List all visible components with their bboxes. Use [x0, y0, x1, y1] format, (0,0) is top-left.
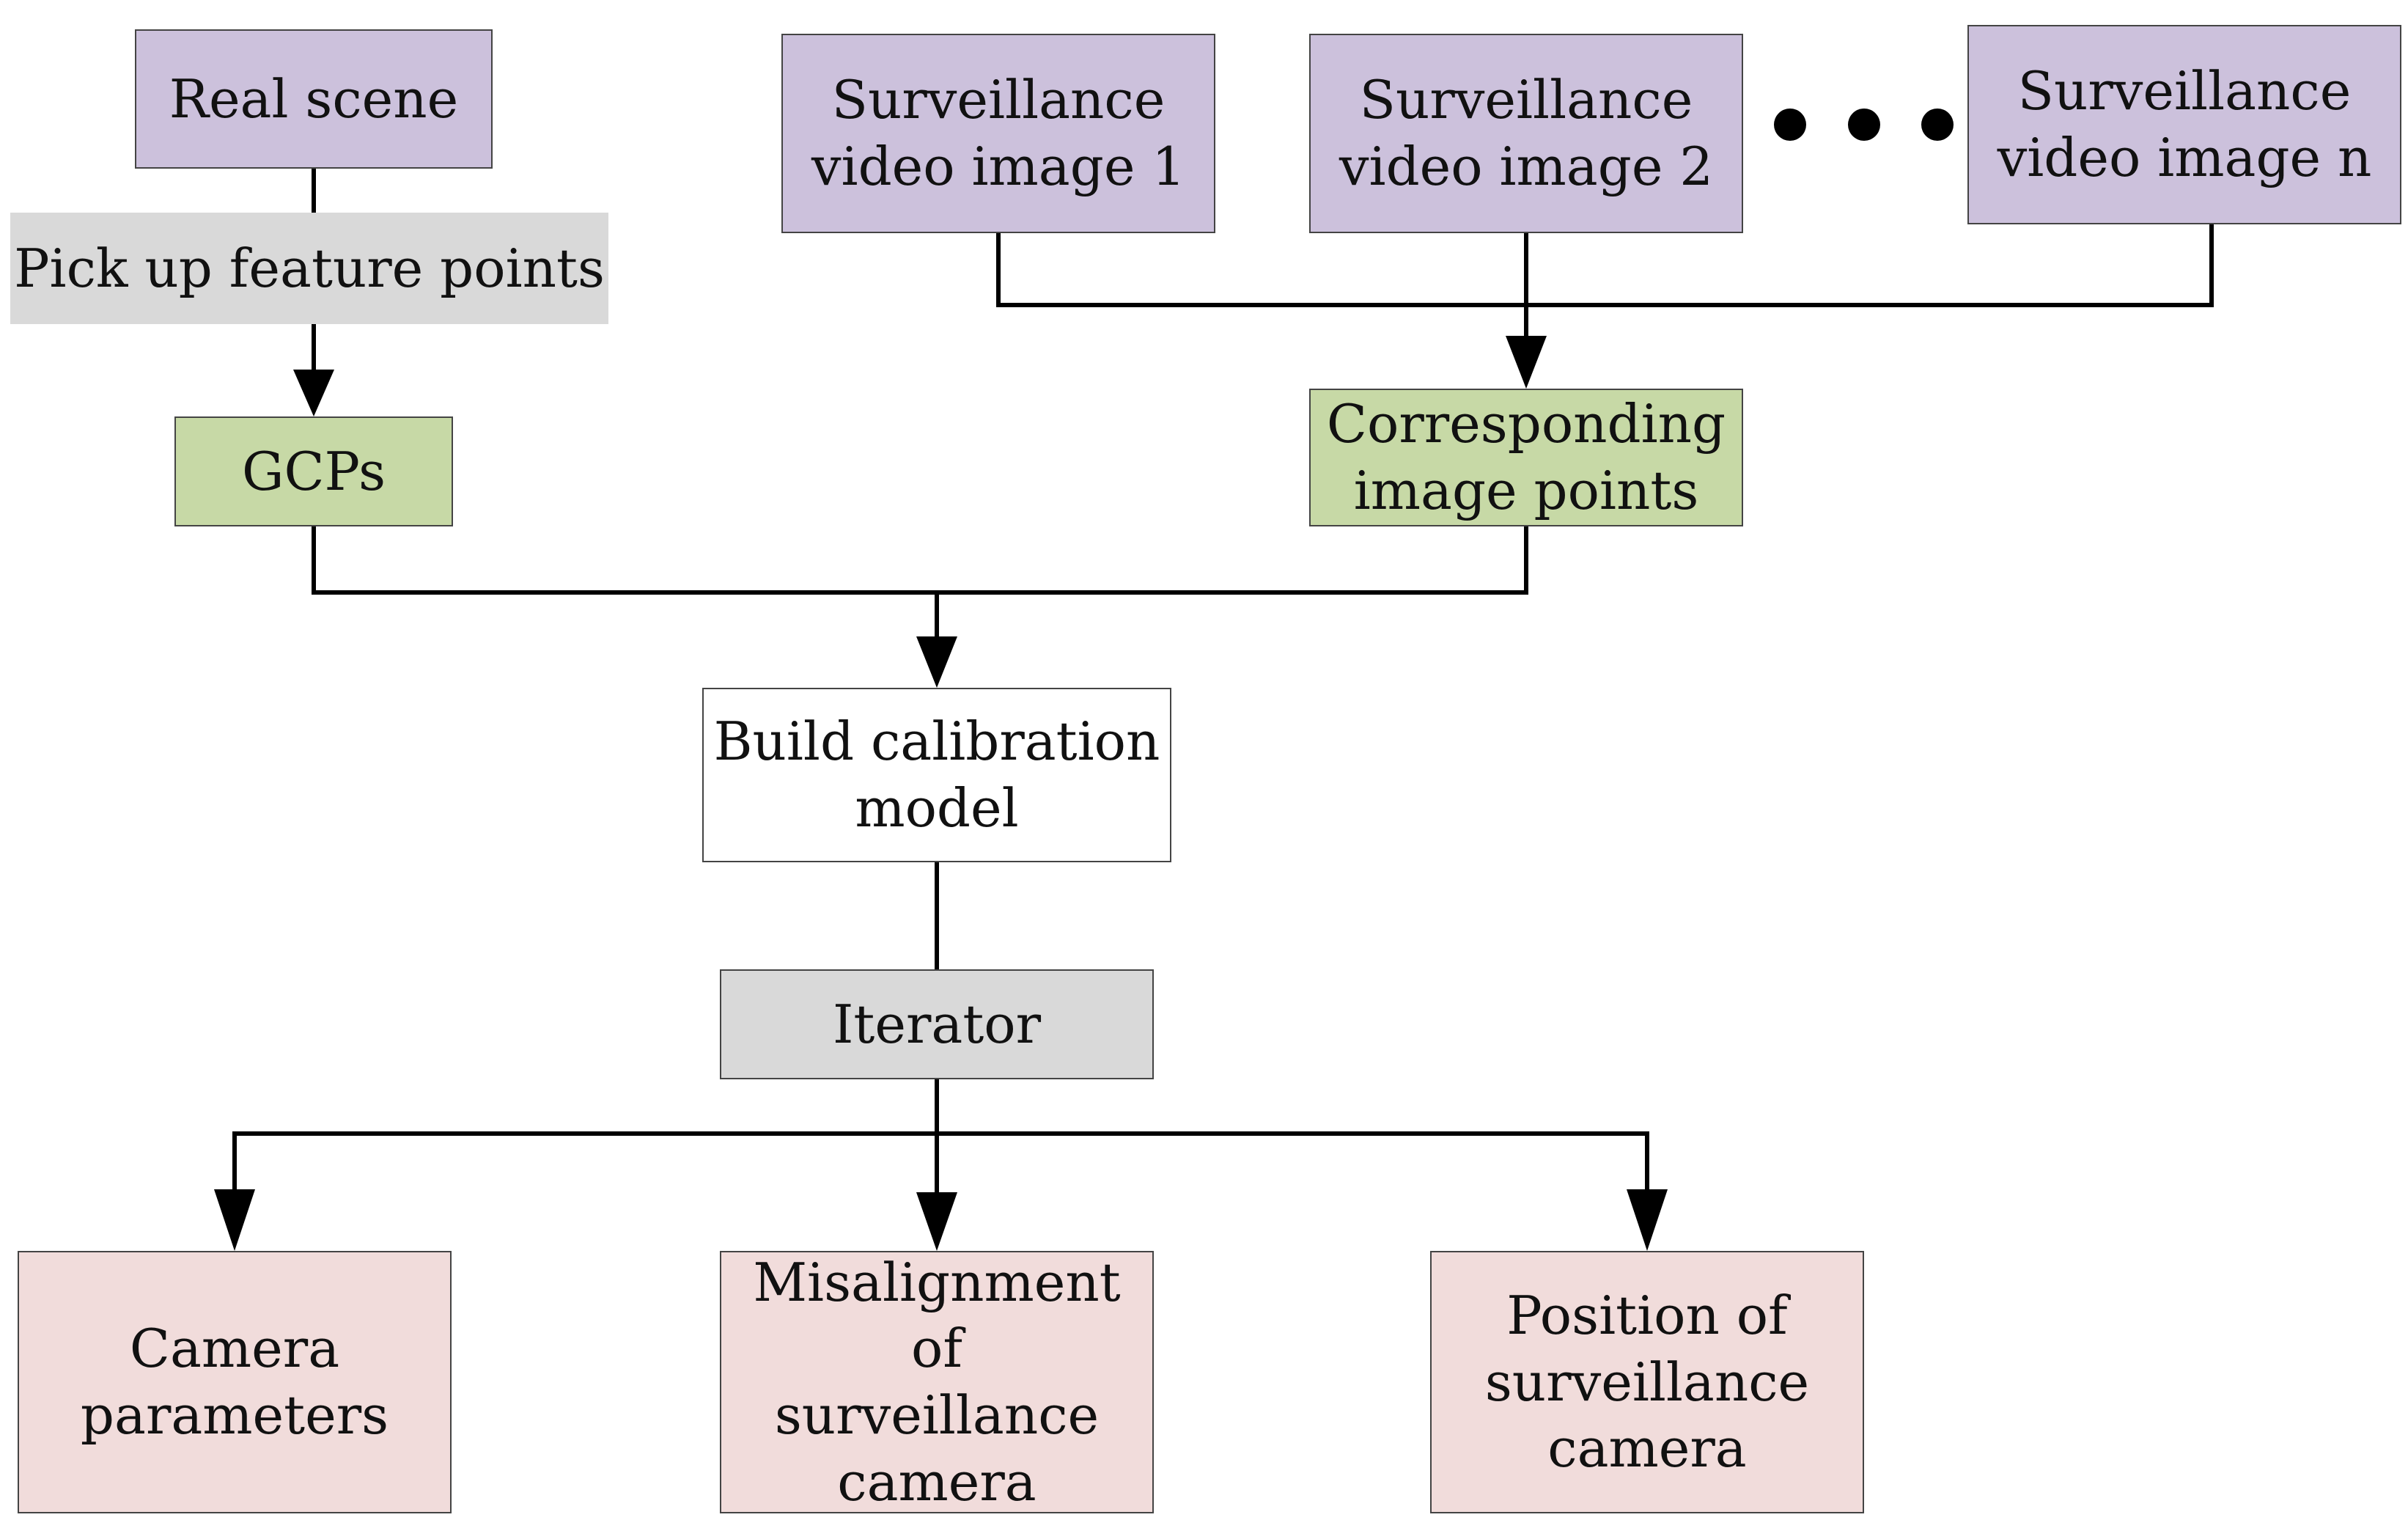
node-label: Pick up feature points [14, 237, 605, 299]
ellipsis-dot [1848, 109, 1880, 141]
node-label-line: video image 2 [1339, 136, 1714, 197]
node-label: GCPs [241, 440, 386, 502]
node-iterator: Iterator [720, 969, 1154, 1079]
arrowhead-to-model [916, 636, 957, 688]
node-label-line: Camera [129, 1318, 340, 1380]
node-surveillance-image-n: Surveillance video image n [1967, 25, 2401, 224]
node-surveillance-image-1: Surveillance video image 1 [781, 34, 1215, 233]
node-label: Real scene [169, 67, 459, 130]
node-label-line: model [855, 777, 1019, 839]
arrowhead-to-misalignment [916, 1192, 957, 1251]
node-label-line: Build calibration [713, 711, 1160, 773]
node-gcps: GCPs [174, 416, 453, 526]
node-label-line: Position of [1506, 1284, 1788, 1346]
node-label-line: Misalignment of [753, 1251, 1121, 1380]
node-pick-up-feature-points: Pick up feature points [10, 213, 608, 324]
node-label-line: Surveillance [2017, 60, 2352, 122]
node-build-calibration-model: Build calibration model [702, 688, 1171, 862]
node-label-line: parameters [80, 1384, 389, 1446]
node-label-line: image points [1353, 460, 1699, 521]
node-label-line: video image 1 [811, 136, 1186, 197]
node-label-line: surveillance [774, 1384, 1100, 1446]
node-position-of-surveillance-camera: Position of surveillance camera [1430, 1251, 1864, 1513]
node-camera-parameters: Camera parameters [18, 1251, 452, 1513]
node-label-line: Surveillance [831, 69, 1166, 131]
node-label-line: Corresponding [1326, 393, 1726, 455]
node-corresponding-image-points: Corresponding image points [1309, 389, 1743, 526]
node-surveillance-image-2: Surveillance video image 2 [1309, 34, 1743, 233]
arrowhead-to-corresponding [1506, 336, 1547, 389]
arrowhead-to-camera-params [214, 1189, 255, 1251]
arrowhead-to-gcps [293, 370, 334, 416]
node-label-line: video image n [1997, 127, 2372, 188]
node-label-line: Surveillance [1359, 69, 1693, 131]
arrowhead-to-position [1627, 1189, 1668, 1251]
node-misalignment-of-surveillance-camera: Misalignment of surveillance camera [720, 1251, 1154, 1513]
node-label: Iterator [832, 993, 1042, 1055]
ellipsis-dot [1774, 109, 1806, 141]
node-label-line: camera [1547, 1417, 1747, 1480]
node-real-scene: Real scene [135, 29, 493, 169]
node-label-line: surveillance [1484, 1351, 1810, 1413]
ellipsis-dot [1921, 109, 1954, 141]
node-label-line: camera [837, 1450, 1037, 1513]
